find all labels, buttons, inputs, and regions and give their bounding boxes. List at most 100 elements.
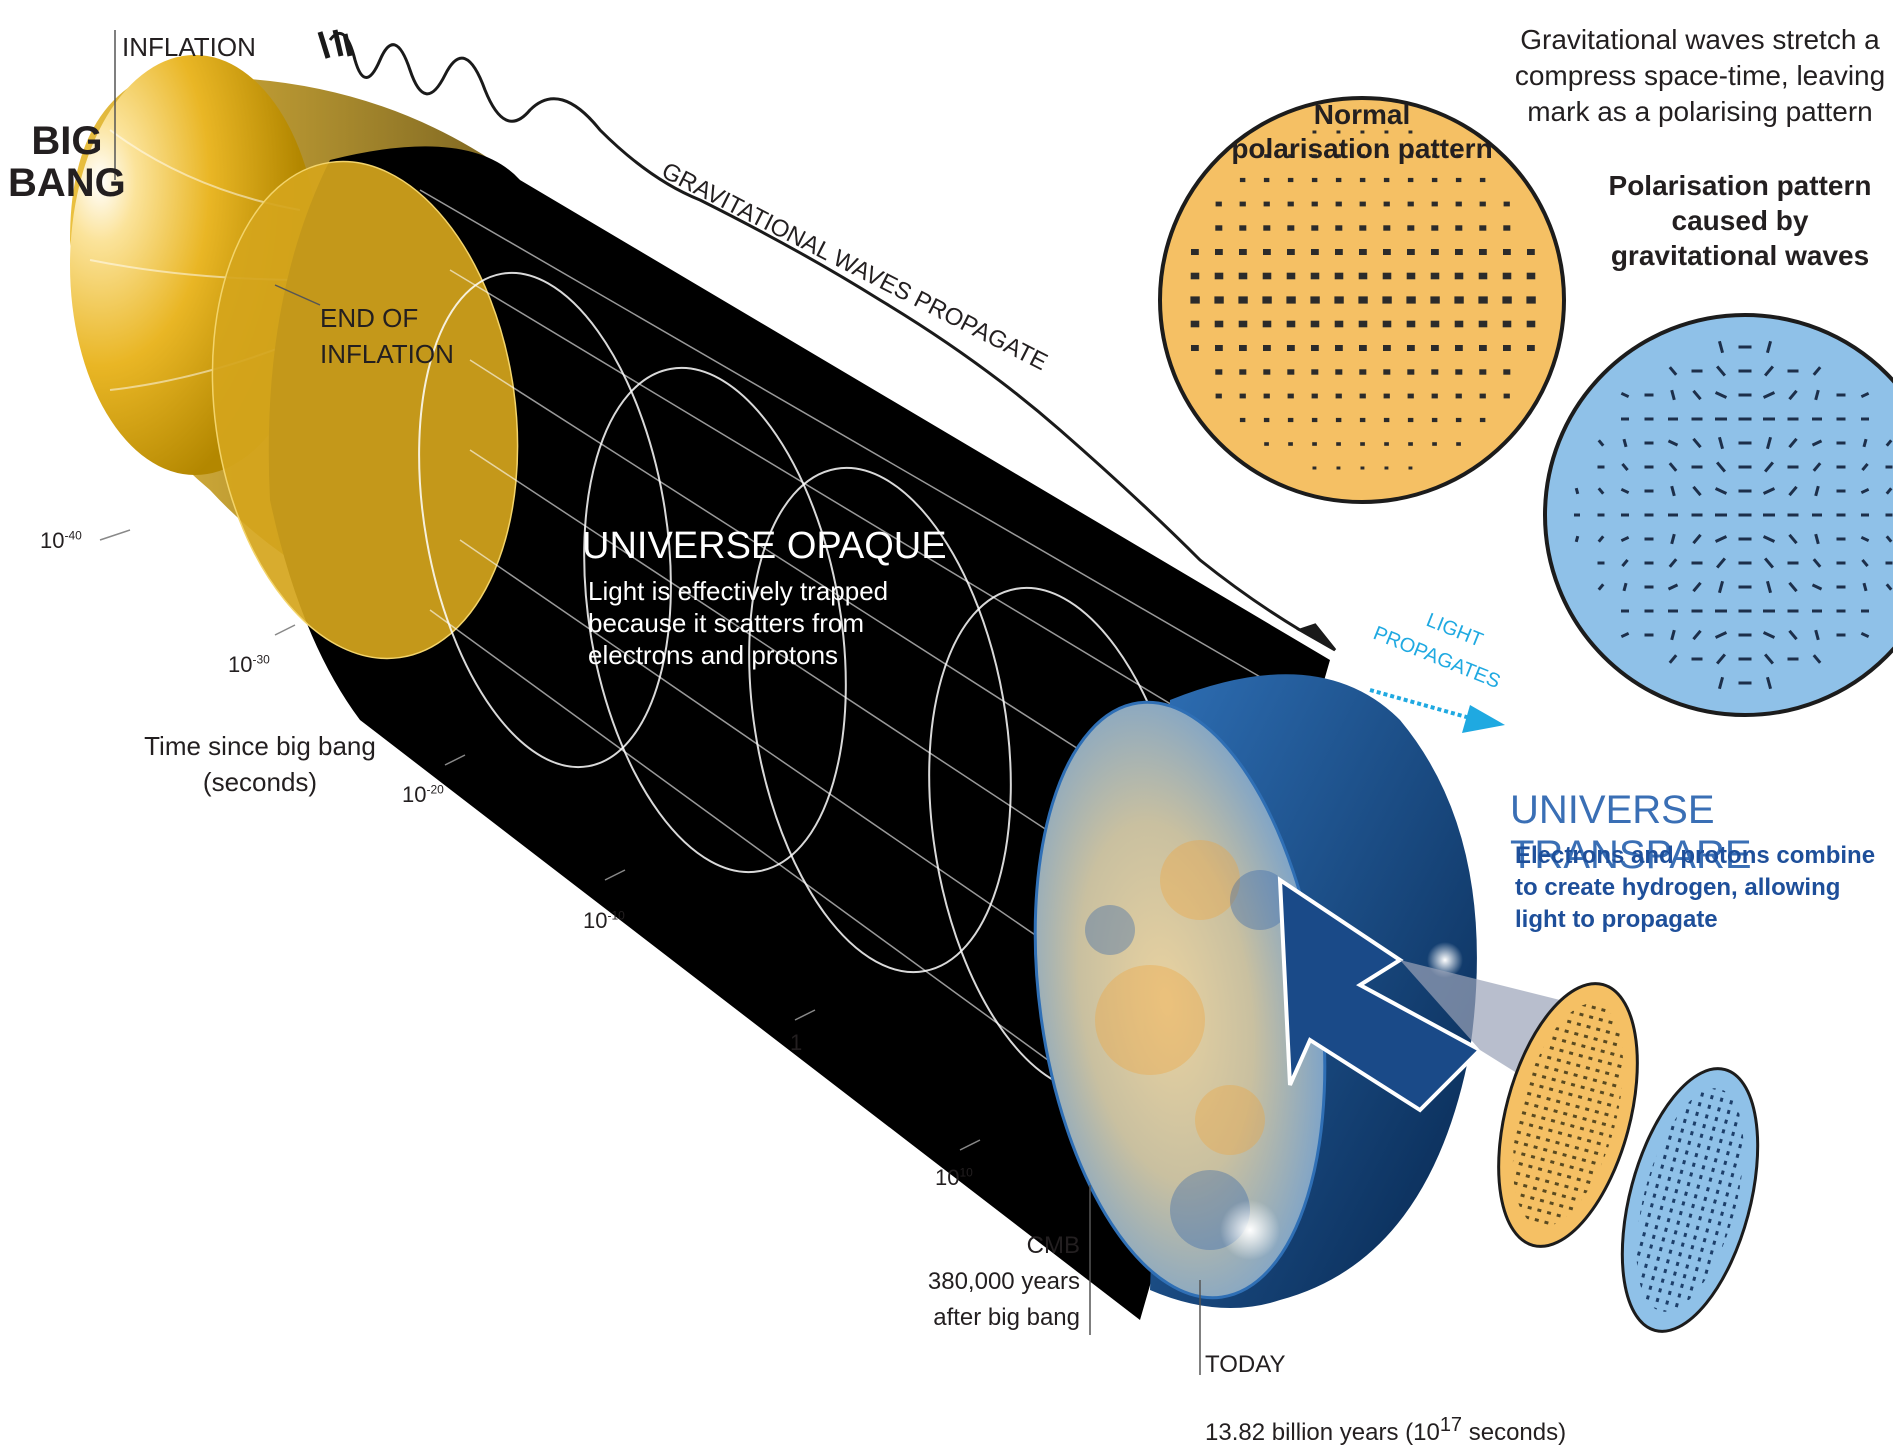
polarisation-dash xyxy=(1358,272,1368,280)
polarisation-dash xyxy=(1668,417,1678,421)
polarisation-dash xyxy=(1691,369,1703,373)
polarisation-dash xyxy=(1239,345,1247,351)
polarisation-dash xyxy=(1667,439,1679,447)
polarisation-dash xyxy=(1287,249,1295,255)
polarisation-dash xyxy=(1407,249,1415,255)
polarisation-dash xyxy=(1787,465,1799,469)
gw-pattern-title: Polarisation pattern caused by gravitati… xyxy=(1608,170,1872,271)
polarisation-dash xyxy=(1407,201,1414,207)
polarisation-dash xyxy=(1738,489,1752,493)
polarisation-dash xyxy=(1335,393,1342,399)
polarisation-dash xyxy=(1431,201,1438,207)
polarisation-dash xyxy=(1215,201,1222,207)
polarisation-dash xyxy=(1597,535,1605,543)
polarisation-dash xyxy=(1360,442,1365,446)
polarisation-dash xyxy=(1788,389,1798,401)
polarisation-dash xyxy=(1431,177,1438,183)
polarisation-dash xyxy=(1311,393,1318,399)
polarisation-dash xyxy=(1214,272,1224,280)
polarisation-dash xyxy=(1692,485,1702,497)
polarisation-dash xyxy=(1668,609,1678,613)
polarisation-dash xyxy=(1597,439,1605,447)
polarisation-dash xyxy=(1860,535,1870,543)
polarisation-dash xyxy=(1383,177,1390,183)
polarisation-dash xyxy=(1715,365,1727,377)
universe-opaque-title: UNIVERSE OPAQUE xyxy=(582,525,947,567)
polarisation-dash xyxy=(1860,487,1870,495)
polarisation-dash xyxy=(1692,533,1702,545)
polarisation-dash xyxy=(1812,513,1822,517)
polarisation-dash xyxy=(1714,391,1728,399)
polarisation-dash xyxy=(1359,393,1366,399)
polarisation-dash xyxy=(1526,296,1536,304)
polarisation-dash xyxy=(1670,485,1676,497)
polarisation-dash xyxy=(1408,442,1413,446)
polarisation-dash xyxy=(1479,177,1486,183)
polarisation-dash xyxy=(1360,130,1365,134)
polarisation-dash xyxy=(1717,436,1725,450)
polarisation-dash xyxy=(1738,393,1752,397)
polarisation-dash xyxy=(1383,345,1391,351)
polarisation-dash xyxy=(1765,436,1773,450)
polarisation-dash xyxy=(1359,345,1367,351)
polarisation-dash xyxy=(1407,225,1415,231)
polarisation-dash xyxy=(1861,558,1869,568)
polarisation-dash xyxy=(1312,442,1317,446)
polarisation-dash xyxy=(1715,461,1727,473)
end-of-inflation-label: END OF INFLATION xyxy=(320,303,454,369)
polarisation-dash xyxy=(1455,345,1463,351)
normal-pattern-title: Normal polarisation pattern xyxy=(1231,99,1493,164)
polarisation-dash xyxy=(1763,557,1775,569)
polarisation-dash xyxy=(1359,369,1367,375)
polarisation-dash xyxy=(1454,272,1464,280)
polarisation-dash xyxy=(1765,676,1773,690)
polarisation-dash xyxy=(1263,393,1270,399)
polarisation-dash xyxy=(1407,369,1415,375)
small-gw-pattern xyxy=(1620,1067,1760,1333)
polarisation-dash xyxy=(1431,225,1439,231)
polarisation-dash xyxy=(1264,442,1269,446)
polarisation-dash xyxy=(1620,631,1630,639)
polarisation-dash xyxy=(1454,296,1464,304)
polarisation-dash xyxy=(1738,441,1752,445)
polarisation-dash xyxy=(1836,513,1846,517)
polarisation-dash xyxy=(1692,437,1702,449)
polarisation-dash xyxy=(1479,417,1486,423)
polarisation-dash xyxy=(1407,393,1414,399)
polarisation-dash xyxy=(1527,249,1535,255)
polarisation-dash xyxy=(1287,369,1295,375)
polarisation-dash xyxy=(1812,609,1822,613)
polarisation-dash xyxy=(1336,154,1341,158)
universe-opaque-description: Light is effectively trapped because it … xyxy=(588,576,889,670)
polarisation-dash xyxy=(1836,441,1846,445)
polarisation-dash xyxy=(1359,201,1366,207)
polarisation-dash xyxy=(1239,249,1247,255)
polarisation-dash xyxy=(1262,296,1272,304)
polarisation-dash xyxy=(1334,320,1344,328)
polarisation-dash xyxy=(1383,249,1391,255)
polarisation-dash xyxy=(1812,558,1822,568)
polarisation-dash xyxy=(1311,345,1319,351)
polarisation-dash xyxy=(1384,466,1389,470)
polarisation-dash xyxy=(1738,345,1752,349)
polarisation-dash xyxy=(1765,340,1773,354)
polarisation-dash xyxy=(1455,201,1462,207)
polarisation-dash xyxy=(1812,654,1822,664)
polarisation-dash xyxy=(1574,487,1580,495)
polarisation-dash xyxy=(1715,609,1727,613)
polarisation-dash xyxy=(1644,393,1654,397)
universe-timeline-diagram: GRAVITATIONAL WAVES PROPAGATE LIGHT PROP… xyxy=(70,29,1893,1375)
polarisation-dash xyxy=(1358,320,1368,328)
polarisation-dash xyxy=(1738,657,1752,661)
polarisation-dash xyxy=(1668,462,1678,472)
polarisation-dash xyxy=(1383,417,1390,423)
polarisation-dash xyxy=(1311,249,1319,255)
polarisation-dash xyxy=(1287,225,1295,231)
polarisation-dash xyxy=(1432,442,1437,446)
polarisation-dash xyxy=(1621,558,1629,568)
polarisation-dash xyxy=(1836,537,1846,541)
cmb-label: CMB 380,000 years after big bang xyxy=(927,1232,1080,1331)
time-tick-2: 10-30 xyxy=(228,652,270,677)
polarisation-dash xyxy=(1311,225,1319,231)
polarisation-dash xyxy=(1738,609,1752,613)
